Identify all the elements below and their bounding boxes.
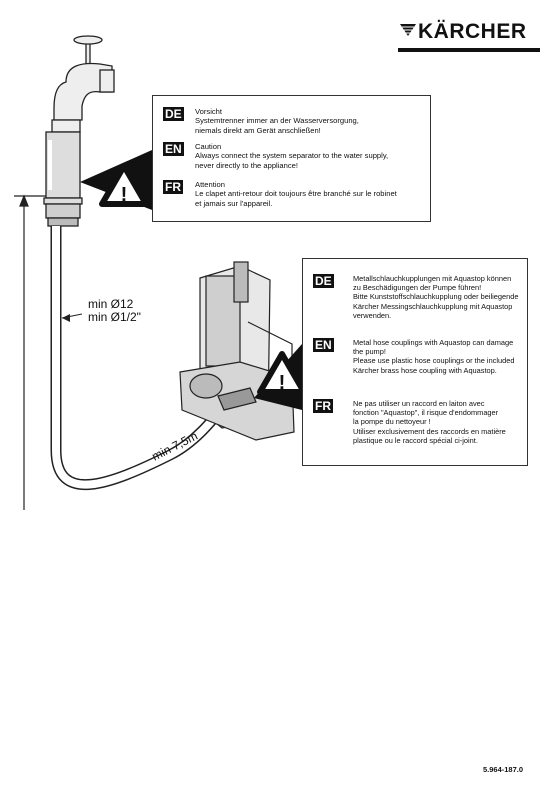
min-diameter-imperial: min Ø1/2" [88,310,141,324]
lang-badge-en: EN [163,142,184,156]
warning-triangle-icon: ! [99,163,149,207]
lang-badge-de: DE [313,274,334,288]
lang-badge-fr: FR [163,180,183,194]
lang-badge-en: EN [313,338,334,352]
svg-text:!: ! [279,372,286,394]
karcher-logo: KÄRCHER [398,20,540,52]
faucet-icon [51,35,115,133]
system-separator-icon [43,131,83,227]
hose-coupling-warning: DE Metallschlauchkupplungen mit Aquastop… [302,258,528,466]
logo-underline [398,48,540,52]
warning-triangle-icon: ! [257,351,307,395]
warning-text-fr: Ne pas utiliser un raccord en laiton ave… [353,399,506,445]
dimension-arrow-icon [14,194,46,510]
lang-badge-de: DE [163,107,184,121]
svg-text:!: ! [121,184,128,206]
document-number: 5.964-187.0 [483,765,524,774]
logo-emblem-icon [400,24,416,36]
lang-badge-fr: FR [313,399,333,413]
pressure-washer-icon [179,261,295,441]
brand-name: KÄRCHER [418,20,527,43]
warning-text-de: Vorsicht Systemtrenner immer an der Wass… [195,107,359,135]
warning-text-en: Caution Always connect the system separa… [195,142,389,170]
system-separator-warning: DE Vorsicht Systemtrenner immer an der W… [152,95,431,222]
warning-text-fr: Attention Le clapet anti-retour doit tou… [195,180,397,208]
warning-text-en: Metal hose couplings with Aquastop can d… [353,338,515,375]
warning-text-de: Metallschlauchkupplungen mit Aquastop kö… [353,274,519,320]
min-diameter-metric: min Ø12 [88,297,134,311]
